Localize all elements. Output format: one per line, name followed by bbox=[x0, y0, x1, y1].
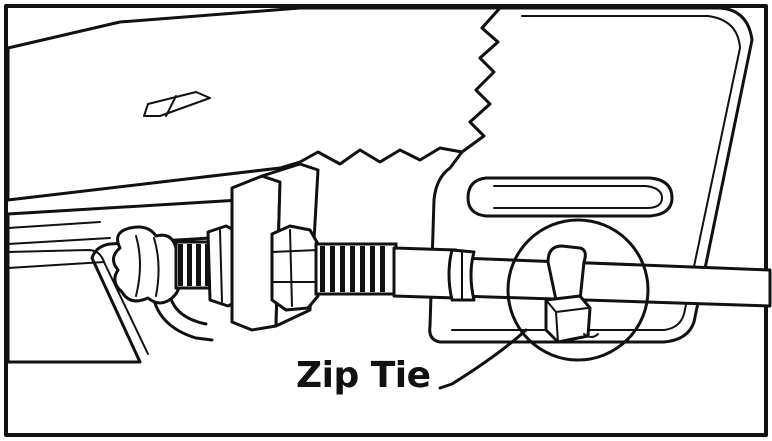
bracket-slot bbox=[466, 176, 674, 218]
panel-slot-divider bbox=[165, 95, 177, 117]
boot-fold-1 bbox=[135, 235, 141, 297]
cable-left bbox=[7, 237, 111, 269]
housing-edge bbox=[7, 221, 101, 229]
callout-leader bbox=[438, 328, 528, 390]
thread-right bbox=[314, 242, 398, 296]
upper-panel bbox=[6, 6, 502, 202]
nut-right bbox=[270, 224, 320, 312]
bracket-inner-edge bbox=[451, 15, 741, 331]
zip-tie-label: Zip Tie bbox=[296, 355, 431, 396]
panel-slot bbox=[143, 91, 211, 117]
cable bbox=[458, 256, 772, 308]
zip-tie-head bbox=[544, 294, 592, 344]
zip-tie-tail bbox=[583, 333, 599, 338]
rubber-boot bbox=[112, 225, 182, 305]
zoom-callout-circle bbox=[506, 218, 650, 362]
boot-fold-2 bbox=[153, 237, 160, 297]
frame-border bbox=[4, 4, 768, 437]
zip-tie-band bbox=[546, 244, 587, 302]
cable-barrel bbox=[392, 246, 458, 300]
bracket-slot-inner bbox=[493, 185, 663, 209]
